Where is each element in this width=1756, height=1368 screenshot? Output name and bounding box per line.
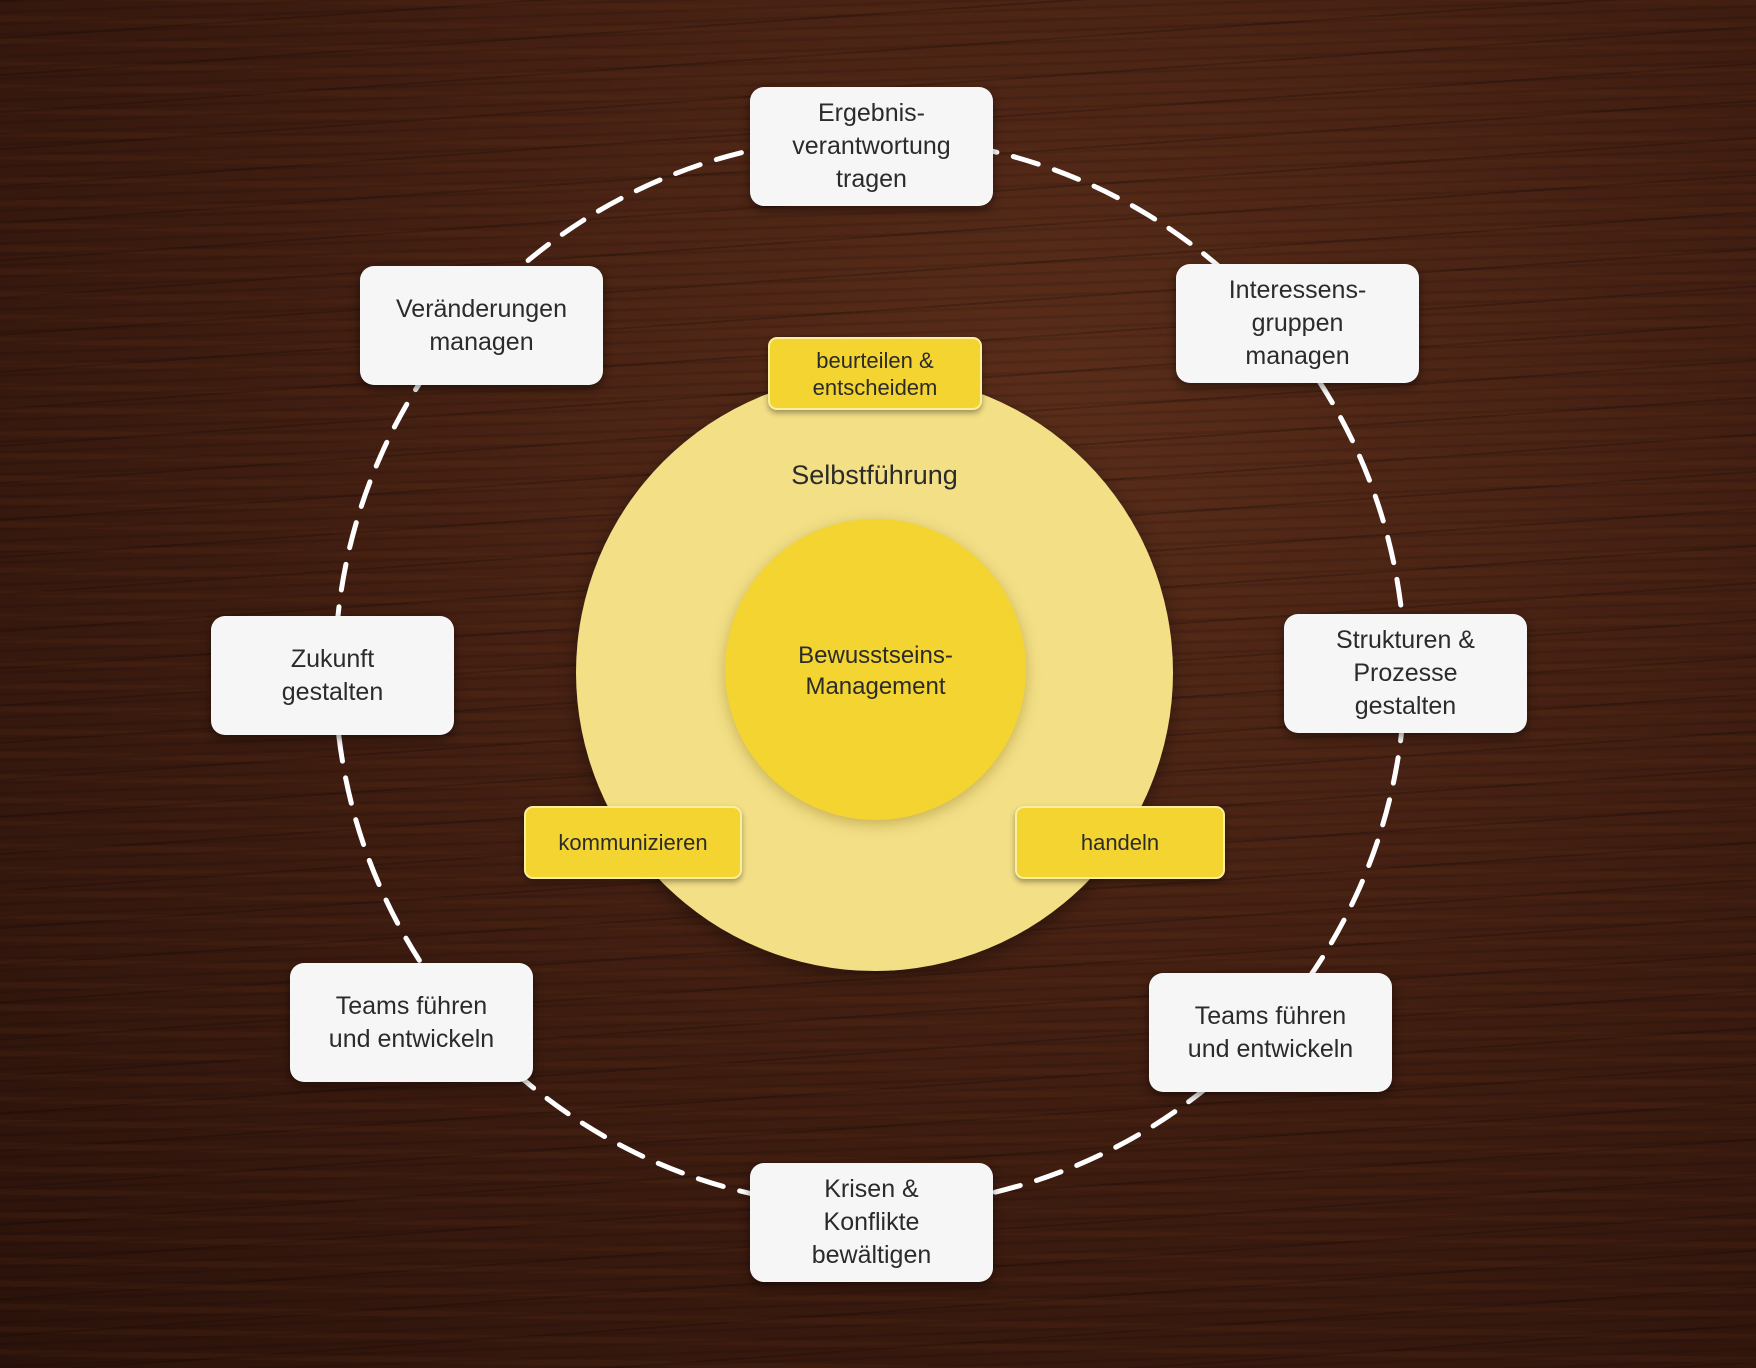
- skill-kommunizieren: kommunizieren: [524, 806, 742, 879]
- ring-item-ergebnisverantwortung: Ergebnis- verantwortung tragen: [750, 87, 993, 206]
- ring-item-strukturen-prozesse: Strukturen & Prozesse gestalten: [1284, 614, 1527, 733]
- skill-handeln: handeln: [1015, 806, 1225, 879]
- ring-item-interessensgruppen: Interessens- gruppen managen: [1176, 264, 1419, 383]
- ring-item-teams-left: Teams führen und entwickeln: [290, 963, 533, 1082]
- ring-item-krisen-konflikte: Krisen & Konflikte bewältigen: [750, 1163, 993, 1282]
- bewusstseins-management-label: Bewusstseins- Management: [798, 642, 953, 700]
- ring-item-zukunft: Zukunft gestalten: [211, 616, 454, 735]
- skill-beurteilen-entscheiden: beurteilen & entscheidem: [768, 337, 982, 410]
- ring-item-veraenderungen: Veränderungen managen: [360, 266, 603, 385]
- selbstfuehrung-label: Selbstführung: [791, 460, 958, 490]
- bewusstseins-management-circle: [725, 519, 1026, 820]
- ring-item-teams-right: Teams führen und entwickeln: [1149, 973, 1392, 1092]
